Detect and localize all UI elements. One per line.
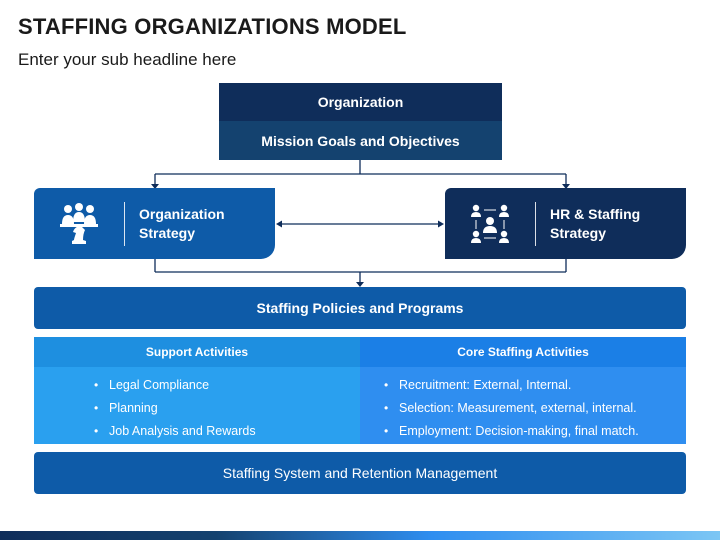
bullet-icon: •	[94, 401, 99, 415]
list-item-text: Employment: Decision-making, final match…	[399, 424, 639, 438]
staffing-system-bar: Staffing System and Retention Management	[34, 452, 686, 494]
list-item: • Employment: Decision-making, final matc…	[360, 420, 686, 443]
support-activities-panel: Support Activities • Legal Compliance • Pl…	[34, 337, 360, 444]
page-title: STAFFING ORGANIZATIONS MODEL	[18, 14, 407, 39]
bottom-gradient-strip	[0, 531, 720, 540]
strategy-divider	[535, 201, 536, 246]
list-item-text: Legal Compliance	[109, 378, 210, 392]
people-network-icon	[445, 188, 535, 259]
bullet-icon: •	[94, 424, 99, 438]
list-item-text: Planning	[109, 401, 158, 415]
list-item-text: Job Analysis and Rewards	[109, 424, 256, 438]
bullet-icon: •	[384, 424, 389, 438]
staffing-policies-bar: Staffing Policies and Programs	[34, 287, 686, 329]
bullet-icon: •	[384, 401, 389, 415]
core-staffing-activities-panel: Core Staffing Activities • Recruitment: E…	[360, 337, 686, 444]
strategy-divider	[124, 201, 125, 246]
core-staffing-activities-heading: Core Staffing Activities	[360, 337, 686, 367]
list-item: • Legal Compliance	[34, 374, 360, 397]
list-item: • Recruitment: External, Internal.	[360, 374, 686, 397]
support-activities-heading: Support Activities	[34, 337, 360, 367]
list-item-text: Recruitment: External, Internal.	[399, 378, 572, 392]
hr-staffing-strategy-label: HR & Staffing Strategy	[550, 205, 641, 241]
mission-goals-box: Mission Goals and Objectives	[219, 121, 502, 160]
organization-box: Organization	[219, 83, 502, 121]
list-item: • Job Analysis and Rewards	[34, 420, 360, 443]
bullet-icon: •	[384, 378, 389, 392]
hr-staffing-strategy-box: HR & Staffing Strategy	[445, 188, 686, 259]
list-item: • Planning	[34, 397, 360, 420]
support-activities-list: • Legal Compliance • Planning • Job Analysi…	[34, 367, 360, 443]
team-chess-knight-icon	[34, 188, 124, 259]
organization-strategy-label: Organization Strategy	[139, 205, 225, 241]
bullet-icon: •	[94, 378, 99, 392]
list-item: • Selection: Measurement, external, inter…	[360, 397, 686, 420]
list-item-text: Selection: Measurement, external, intern…	[399, 401, 637, 415]
organization-strategy-box: Organization Strategy	[34, 188, 275, 259]
core-staffing-activities-list: • Recruitment: External, Internal. • Selec…	[360, 367, 686, 443]
page-subtitle: Enter your sub headline here	[18, 50, 237, 69]
